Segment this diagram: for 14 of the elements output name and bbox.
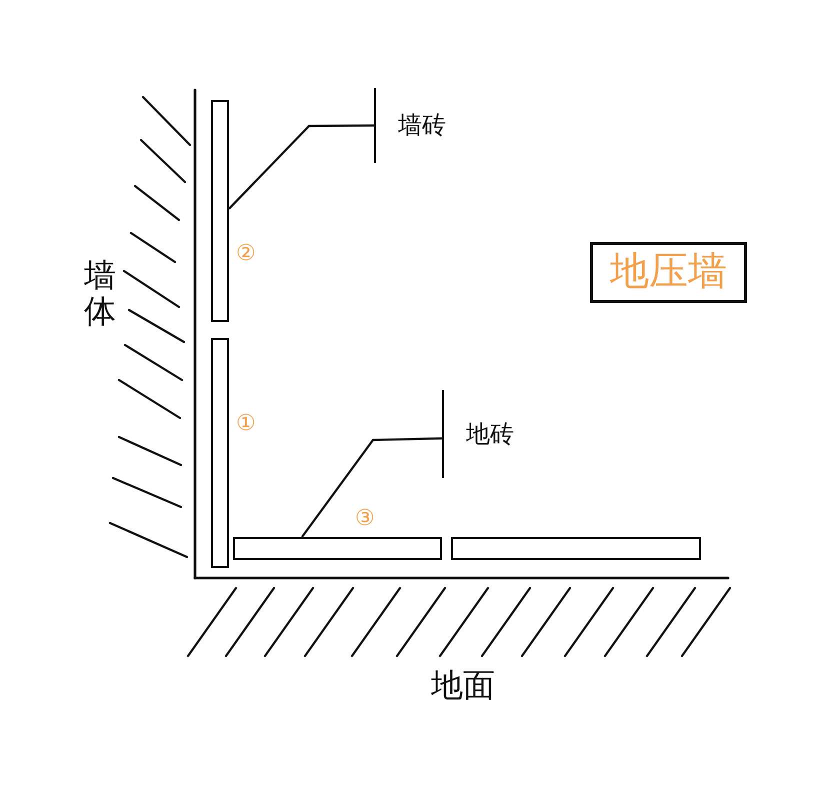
wall-label: 墙体 [84,258,117,330]
leader-line [301,437,442,538]
wall-tile [211,100,229,322]
callout-number: ③ [355,507,375,532]
leader-label: 地砖 [442,390,530,478]
callout-number: ① [236,412,256,436]
floor-tile [233,537,442,560]
leader-label: 墙砖 [374,88,458,163]
ground-label: 地面 [431,668,495,704]
leader-line [228,124,374,210]
wall-tile [211,338,229,568]
label-box: 地压墙 [590,242,747,303]
floor-tile [451,537,701,560]
callout-number: ② [236,242,256,266]
